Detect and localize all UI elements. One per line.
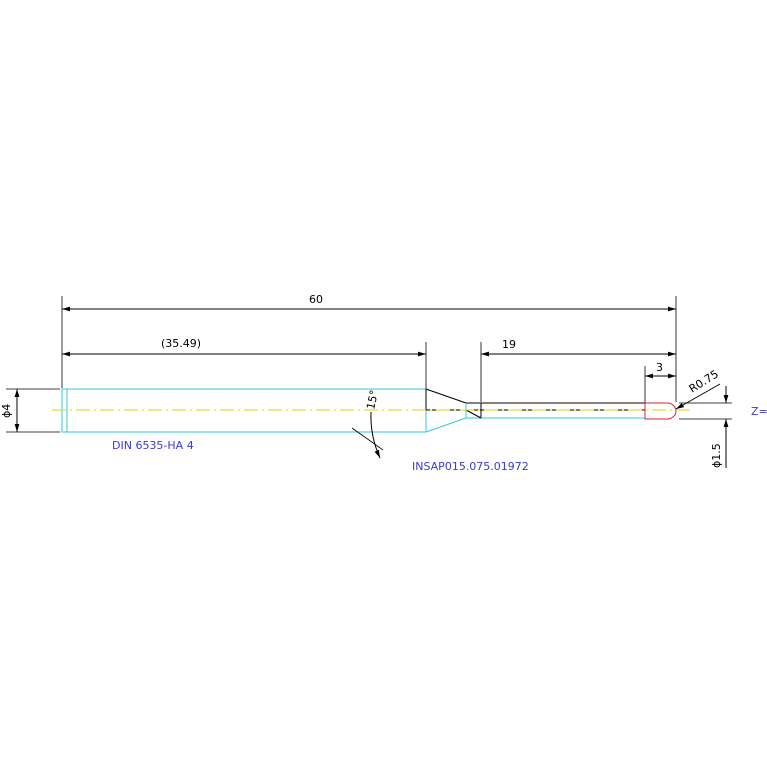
overall-length-dimension: 60 — [61, 293, 677, 402]
cut-diameter-label: ϕ1.5 — [710, 443, 723, 468]
shank-diameter-label: ϕ4 — [0, 404, 13, 418]
taper-angle-dimension: 15° — [351, 389, 384, 459]
flute-count-label: Z=2 — [751, 405, 767, 418]
shank-diameter-dimension: ϕ4 — [0, 388, 60, 433]
cut-length-label: 3 — [656, 361, 663, 374]
tool-tip — [644, 402, 677, 420]
shank-standard-label: DIN 6535-HA 4 — [112, 439, 194, 452]
cut-diameter-dimension: ϕ1.5 — [679, 386, 732, 468]
reach-length-dimension: 19 — [480, 338, 676, 402]
overall-length-label: 60 — [309, 293, 323, 306]
tool-neck — [425, 388, 645, 419]
shank-length-label: (35.49) — [161, 337, 201, 350]
shank-length-dimension: (35.49) — [62, 337, 427, 390]
cut-length-dimension: 3 — [644, 361, 676, 404]
taper-angle-label: 15° — [364, 389, 381, 411]
tip-radius-label: R0.75 — [687, 367, 721, 395]
part-number-label: INSAP015.075.01972 — [412, 460, 529, 473]
reach-length-label: 19 — [502, 338, 516, 351]
drawing-background — [0, 290, 767, 472]
